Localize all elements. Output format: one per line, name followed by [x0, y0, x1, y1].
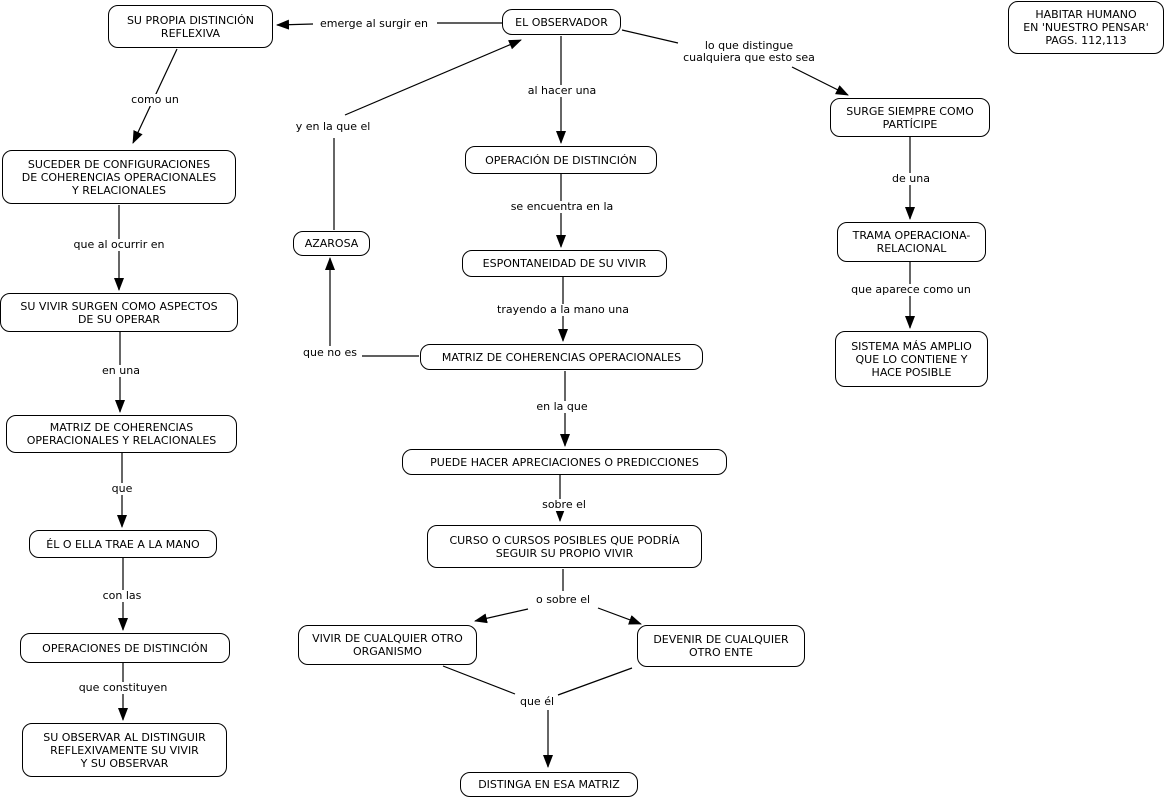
node-curso-o-cursos[interactable]: CURSO O CURSOS POSIBLES QUE PODRÍA SEGUI…	[427, 525, 702, 568]
node-distinga-en-esa-matriz[interactable]: DISTINGA EN ESA MATRIZ	[460, 772, 638, 797]
link-label-en-una[interactable]: en una	[99, 365, 143, 377]
node-matriz-operacionales-relacionales[interactable]: MATRIZ DE COHERENCIAS OPERACIONALES Y RE…	[6, 415, 237, 453]
link-label-que-aparece-como-un[interactable]: que aparece como un	[848, 284, 974, 296]
node-el-observador[interactable]: EL OBSERVADOR	[502, 9, 621, 35]
edge-arrow-y-en-la-que-observador	[344, 39, 522, 116]
edge-line-devenir-que-el	[557, 667, 633, 696]
node-vivir-otro-organismo[interactable]: VIVIR DE CUALQUIER OTRO ORGANISMO	[298, 625, 477, 665]
link-label-emerge-al-surgir[interactable]: emerge al surgir en	[317, 18, 431, 30]
link-label-que-al-ocurrir-en[interactable]: que al ocurrir en	[70, 239, 168, 251]
node-su-vivir-surgen[interactable]: SU VIVIR SURGEN COMO ASPECTOS DE SU OPER…	[0, 293, 238, 332]
node-espontaneidad[interactable]: ESPONTANEIDAD DE SU VIVIR	[462, 250, 667, 277]
node-habitar-humano-title[interactable]: HABITAR HUMANO EN 'NUESTRO PENSAR' PAGS.…	[1008, 1, 1164, 54]
node-matriz-coherencias-operacionales[interactable]: MATRIZ DE COHERENCIAS OPERACIONALES	[420, 344, 703, 370]
link-label-al-hacer-una[interactable]: al hacer una	[524, 85, 600, 97]
node-operacion-de-distincion[interactable]: OPERACIÓN DE DISTINCIÓN	[465, 146, 657, 174]
node-suceder-configuraciones[interactable]: SUCEDER DE CONFIGURACIONES DE COHERENCIA…	[2, 150, 236, 204]
link-label-como-un[interactable]: como un	[128, 94, 182, 106]
link-label-que-el[interactable]: que él	[516, 696, 558, 708]
node-devenir-otro-ente[interactable]: DEVENIR DE CUALQUIER OTRO ENTE	[637, 625, 805, 667]
node-trama-operacional[interactable]: TRAMA OPERACIONA- RELACIONAL	[837, 222, 986, 262]
link-label-y-en-la-que-el[interactable]: y en la que el	[292, 121, 374, 133]
link-label-lo-que-distingue[interactable]: lo que distingue cualquiera que esto sea	[680, 40, 818, 64]
node-surge-siempre[interactable]: SURGE SIEMPRE COMO PARTÍCIPE	[830, 98, 990, 137]
link-label-se-encuentra-en-la[interactable]: se encuentra en la	[507, 201, 617, 213]
node-el-o-ella-trae[interactable]: ÉL O ELLA TRAE A LA MANO	[29, 530, 217, 558]
link-label-sobre-el[interactable]: sobre el	[539, 499, 589, 511]
node-operaciones-de-distincion[interactable]: OPERACIONES DE DISTINCIÓN	[20, 633, 230, 663]
edge-arrow-o-sobre-el-vivir	[474, 608, 529, 624]
edge-arrow-emerge-su-propia	[276, 19, 314, 30]
node-puede-hacer-apreciaciones[interactable]: PUEDE HACER APRECIACIONES O PREDICCIONES	[402, 449, 727, 475]
link-label-con-las[interactable]: con las	[99, 590, 145, 602]
link-label-trayendo-a-la-mano[interactable]: trayendo a la mano una	[494, 304, 632, 316]
link-label-de-una[interactable]: de una	[889, 173, 933, 185]
node-sistema-mas-amplio[interactable]: SISTEMA MÁS AMPLIO QUE LO CONTIENE Y HAC…	[835, 331, 988, 387]
link-label-que-no-es[interactable]: que no es	[300, 347, 360, 359]
node-su-propia-distincion[interactable]: SU PROPIA DISTINCIÓN REFLEXIVA	[108, 5, 273, 48]
node-azarosa[interactable]: AZAROSA	[293, 231, 370, 256]
link-label-en-la-que[interactable]: en la que	[533, 401, 591, 413]
node-su-observar[interactable]: SU OBSERVAR AL DISTINGUIR REFLEXIVAMENTE…	[22, 723, 227, 777]
edge-arrow-o-sobre-el-devenir	[597, 607, 642, 625]
edge-arrow-lo-que-distingue-surge	[791, 66, 849, 96]
link-label-que-constituyen[interactable]: que constituyen	[75, 682, 171, 694]
link-label-que[interactable]: que	[108, 483, 136, 495]
edge-line-observador-lo-que-distingue	[621, 29, 679, 44]
edge-line-vivir-que-el	[442, 665, 516, 695]
link-label-o-sobre-el[interactable]: o sobre el	[532, 594, 594, 606]
